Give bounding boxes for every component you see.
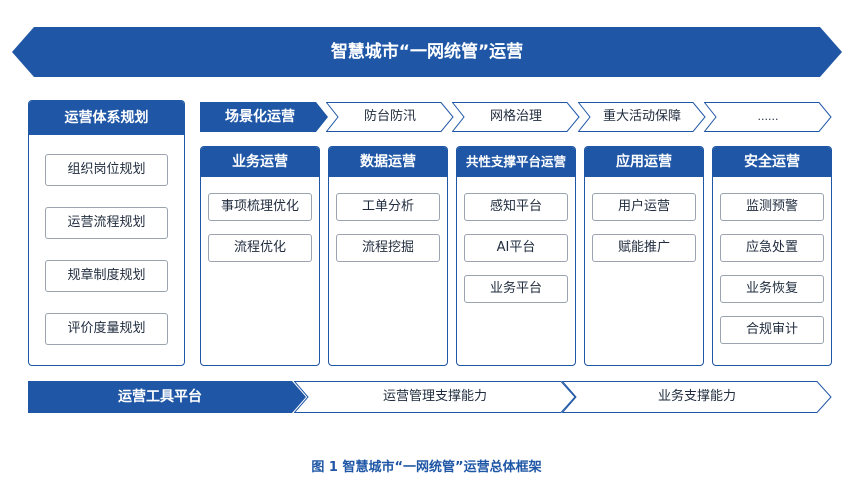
column-item: 流程挖掘	[336, 234, 440, 262]
column-header: 安全运营	[713, 147, 831, 177]
column-item: 工单分析	[336, 193, 440, 221]
column-item: 赋能推广	[592, 234, 696, 262]
column-item: 业务恢复	[720, 275, 824, 303]
column-item: AI平台	[464, 234, 568, 262]
tools-primary-label: 运营工具平台	[118, 389, 202, 405]
tools-chevron: 运营管理支撑能力	[294, 381, 576, 413]
diagram-title: 智慧城市“一网统管”运营	[330, 42, 524, 62]
planning-item: 运营流程规划	[45, 207, 168, 239]
column-app-ops: 应用运营 用户运营 赋能推广	[584, 146, 704, 366]
scenario-chevron: ......	[704, 102, 832, 132]
column-header: 数据运营	[329, 147, 447, 177]
column-data-ops: 数据运营 工单分析 流程挖掘	[328, 146, 448, 366]
scenario-chevron: 防台防汛	[326, 102, 454, 132]
scenario-primary-label: 场景化运营	[225, 109, 295, 125]
column-item: 事项梳理优化	[208, 193, 312, 221]
figure-caption: 图 1 智慧城市“一网统管”运营总体框架	[311, 460, 542, 475]
column-item: 合规审计	[720, 316, 824, 344]
column-item: 用户运营	[592, 193, 696, 221]
column-item: 监测预警	[720, 193, 824, 221]
planning-item: 组织岗位规划	[45, 154, 168, 186]
scenario-label: ......	[757, 110, 779, 123]
column-business-ops: 业务运营 事项梳理优化 流程优化	[200, 146, 320, 366]
planning-panel: 运营体系规划 组织岗位规划 运营流程规划 规章制度规划 评价度量规划	[28, 100, 185, 366]
scenario-chevron: 重大活动保障	[578, 102, 706, 132]
title-banner: 智慧城市“一网统管”运营	[12, 27, 842, 77]
tools-chevron: 业务支撑能力	[562, 381, 832, 413]
column-security-ops: 安全运营 监测预警 应急处置 业务恢复 合规审计	[712, 146, 832, 366]
column-item: 应急处置	[720, 234, 824, 262]
column-header: 共性支撑平台运营	[457, 147, 575, 177]
scenario-label: 防台防汛	[363, 109, 416, 124]
column-header: 业务运营	[201, 147, 319, 177]
scenario-label: 重大活动保障	[602, 109, 681, 124]
column-platform-ops: 共性支撑平台运营 感知平台 AI平台 业务平台	[456, 146, 576, 366]
planning-item: 规章制度规划	[45, 260, 168, 292]
column-item: 业务平台	[464, 275, 568, 303]
column-item: 流程优化	[208, 234, 312, 262]
banner-arrow-shape	[12, 27, 842, 77]
tools-primary-chevron: 运营工具平台	[28, 381, 306, 413]
tools-label: 运营管理支撑能力	[382, 389, 487, 404]
scenario-primary-chevron: 场景化运营	[200, 102, 328, 132]
column-item: 感知平台	[464, 193, 568, 221]
planning-header: 运营体系规划	[29, 101, 184, 135]
column-header: 应用运营	[585, 147, 703, 177]
tools-label: 业务支撑能力	[657, 389, 736, 404]
scenario-chevron: 网格治理	[452, 102, 580, 132]
planning-item: 评价度量规划	[45, 313, 168, 345]
scenario-label: 网格治理	[489, 109, 542, 124]
